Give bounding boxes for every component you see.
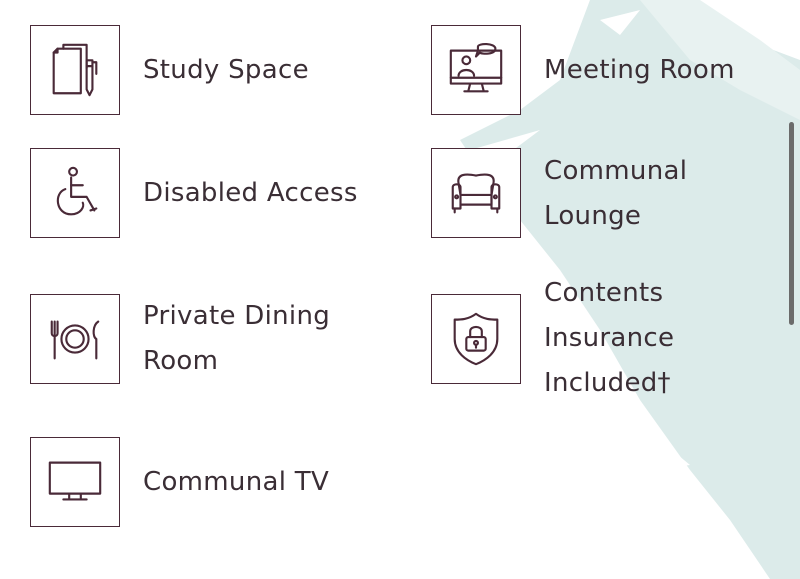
amenity-label: Study Space	[143, 55, 309, 85]
amenity-label: Disabled Access	[143, 178, 358, 208]
vertical-scrollbar[interactable]	[789, 122, 794, 325]
label-line: Contents	[544, 278, 664, 308]
armchair-icon	[431, 148, 521, 238]
wheelchair-icon	[30, 148, 120, 238]
document-pen-icon	[30, 25, 120, 115]
plate-cutlery-icon	[30, 294, 120, 384]
amenity-label: Contents Insurance Included†	[544, 271, 674, 406]
label-line: Private Dining	[143, 301, 331, 331]
label-line: Communal	[544, 156, 688, 186]
shield-lock-icon	[431, 294, 521, 384]
amenity-label: Private Dining Room	[143, 294, 330, 384]
tv-icon	[30, 437, 120, 527]
label-line: Lounge	[544, 201, 642, 231]
amenity-label: Communal TV	[143, 467, 330, 497]
video-call-monitor-icon	[431, 25, 521, 115]
label-line: Insurance	[544, 323, 675, 353]
amenity-label: Communal Lounge	[544, 149, 687, 239]
amenity-label: Meeting Room	[544, 55, 735, 85]
label-line: Included†	[544, 368, 671, 398]
label-line: Room	[143, 346, 219, 376]
